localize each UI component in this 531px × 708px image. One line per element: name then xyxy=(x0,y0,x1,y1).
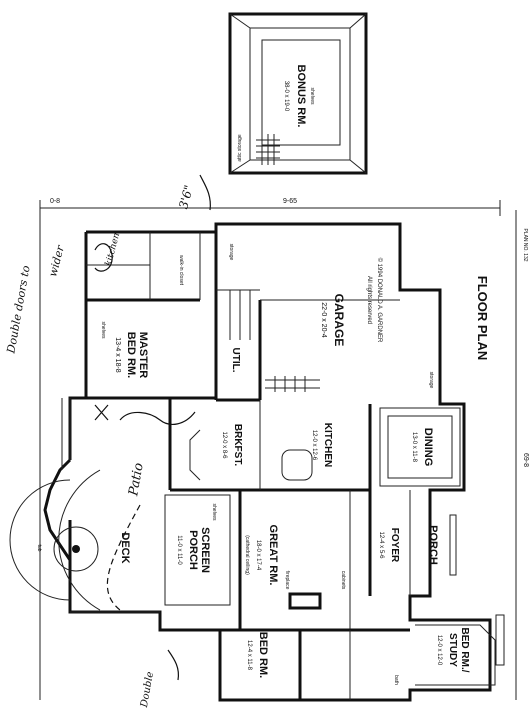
kitchen-name: KITCHEN xyxy=(322,423,333,467)
kitchen-dims: 12-0 x 12-6 xyxy=(311,430,317,461)
hot-tub-label: tub xyxy=(36,545,42,552)
room-labels: MASTER BED RM. 13-4 x 18-8 shelves walk-… xyxy=(36,198,529,685)
walkin-closet-label: walk-in closet xyxy=(178,255,184,286)
master-shelves: shelves xyxy=(100,322,106,339)
dimension-lines xyxy=(39,200,517,700)
storage-label: storage xyxy=(428,372,434,389)
bedroom-dims: 12-4 x 11-8 xyxy=(246,640,252,671)
master-name-1: MASTER xyxy=(137,332,149,379)
hand-double-bottom: Double xyxy=(139,671,156,708)
study-name-2: STUDY xyxy=(447,633,458,667)
bonus-room-name: BONUS RM. xyxy=(295,65,307,128)
brkfst-dims: 12-0 x 8-6 xyxy=(221,431,227,459)
fireplace-label: fireplace xyxy=(284,571,290,590)
dim-left: 0-8 xyxy=(50,198,60,205)
dim-right: 69-8 xyxy=(522,453,529,467)
bonus-stair xyxy=(256,134,280,165)
great-room-name: GREAT RM. xyxy=(267,525,279,586)
hand-master-note: kitchen xyxy=(104,232,122,268)
hand-measure: 3'6" xyxy=(176,184,196,211)
deck-name: DECK xyxy=(119,532,131,563)
hot-tub-icon xyxy=(53,526,99,572)
screen-shelves: shelves xyxy=(211,504,217,521)
master-dims: 13-4 x 18-8 xyxy=(114,337,121,373)
porch-name: PORCH xyxy=(427,525,439,565)
foyer-name: FOYER xyxy=(389,528,400,563)
hand-x-mark xyxy=(94,404,109,421)
util-name: UTIL. xyxy=(230,348,241,373)
cabinets-label: cabinets xyxy=(340,571,346,590)
screen-porch-1: SCREEN xyxy=(199,527,211,573)
garage-name: GARAGE xyxy=(332,294,346,347)
attic-storage-label: attic storage xyxy=(237,134,243,161)
copyright-2: All rights reserved xyxy=(366,276,372,324)
hand-patio: Patio xyxy=(126,462,147,498)
brkfst-name: BRKFST. xyxy=(232,424,243,466)
dining-dims: 13-0 x 11-8 xyxy=(411,432,417,463)
bonus-room: BONUS RM. 38-0 x 19-0 shelves attic stor… xyxy=(228,12,368,175)
study-dims: 12-0 x 12-0 xyxy=(436,635,442,666)
main-stair xyxy=(229,290,320,392)
floor-plan-title: FLOOR PLAN xyxy=(475,276,490,361)
bath-label: bath xyxy=(393,675,399,685)
hand-wider: wider xyxy=(46,243,67,278)
bonus-room-dims: 38-0 x 19-0 xyxy=(283,81,289,112)
foyer-dims: 12-4 x 5-6 xyxy=(378,531,384,559)
bonus-shelves-label: shelves xyxy=(309,88,315,105)
copyright-1: © 1994 DONALD A. GARDNER xyxy=(376,258,383,343)
plan-number: PLAN NO. 132 xyxy=(522,228,528,261)
deck xyxy=(9,398,160,613)
garage-dims: 22-0 x 20-4 xyxy=(320,302,327,338)
cathedral-note: (cathedral ceiling) xyxy=(244,535,250,575)
great-room-dims: 18-0 x 17-4 xyxy=(255,540,261,571)
screen-porch-2: PORCH xyxy=(187,530,199,570)
master-name-2: BED RM. xyxy=(125,332,137,378)
dining-name: DINING xyxy=(422,428,434,467)
main-walls xyxy=(68,222,505,702)
hand-double-doors: Double doors to xyxy=(4,264,32,355)
dim-top: 9-65 xyxy=(283,198,297,205)
screen-porch-dims: 11-0 x 11-0 xyxy=(176,535,182,565)
kitchen-island xyxy=(281,449,313,481)
garage-storage: storage xyxy=(228,244,234,261)
bedroom-name: BED RM. xyxy=(257,632,269,678)
study-name-1: BED RM./ xyxy=(459,628,470,673)
fireplace-symbol xyxy=(288,592,322,610)
